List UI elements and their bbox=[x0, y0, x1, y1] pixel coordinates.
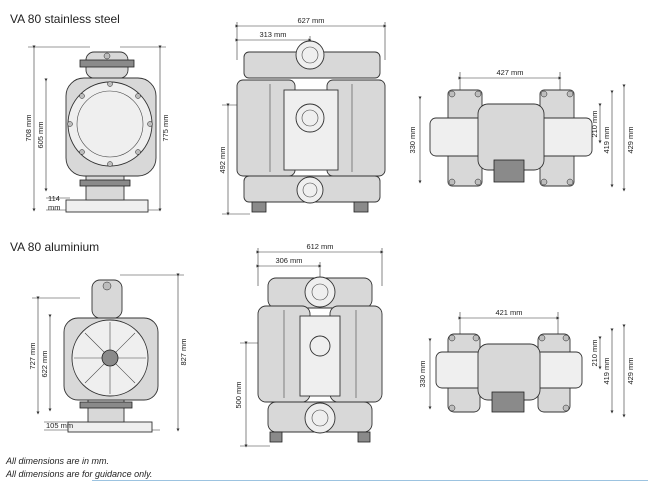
stainless-side-view bbox=[222, 22, 387, 216]
section-title-aluminium: VA 80 aluminium bbox=[10, 240, 100, 254]
stainless-front-view bbox=[28, 45, 166, 213]
dim-front-total-height: 708 mm bbox=[24, 114, 33, 141]
dim-front-base-value: 114 bbox=[48, 194, 60, 203]
dim-al-top-d1: 210 mm bbox=[590, 339, 599, 366]
dim-front-mid-height: 605 mm bbox=[36, 121, 45, 148]
dim-front-right-height: 775 mm bbox=[161, 114, 170, 141]
note-units: All dimensions are in mm. bbox=[6, 456, 110, 466]
dim-front-base-unit: mm bbox=[48, 203, 61, 212]
aluminium-front-labels: 727 mm 622 mm 827 mm 105 mm bbox=[28, 338, 188, 430]
footer-rule bbox=[92, 480, 648, 481]
dim-al-top-depth-left: 330 mm bbox=[418, 360, 427, 387]
dim-al-side-height: 500 mm bbox=[234, 381, 243, 408]
dim-front-base-height: 114 mm bbox=[48, 194, 62, 212]
note-guidance: All dimensions are for guidance only. bbox=[6, 469, 153, 479]
aluminium-side-labels: 612 mm 306 mm 500 mm bbox=[234, 242, 334, 409]
dim-al-top-d3: 429 mm bbox=[626, 357, 635, 384]
dim-top-width: 427 mm bbox=[496, 68, 523, 77]
stainless-side-labels: 627 mm 313 mm 492 mm bbox=[218, 16, 325, 174]
dim-al-top-d2: 419 mm bbox=[602, 357, 611, 384]
aluminium-side-view bbox=[240, 248, 384, 448]
aluminium-top-view bbox=[428, 312, 626, 418]
section-title-stainless: VA 80 stainless steel bbox=[10, 12, 120, 26]
dim-al-top-width: 421 mm bbox=[495, 308, 522, 317]
stainless-top-labels: 427 mm 330 mm 210 mm 419 mm 429 mm bbox=[408, 68, 635, 154]
dim-top-d2: 419 mm bbox=[602, 126, 611, 153]
dim-al-front-right-height: 827 mm bbox=[179, 338, 188, 365]
dim-al-front-mid-height: 622 mm bbox=[40, 350, 49, 377]
dim-al-front-total-height: 727 mm bbox=[28, 342, 37, 369]
dim-side-height: 492 mm bbox=[218, 146, 227, 173]
stainless-top-view bbox=[418, 72, 626, 192]
aluminium-top-labels: 421 mm 330 mm 210 mm 419 mm 429 mm bbox=[418, 308, 635, 388]
dim-top-d3: 429 mm bbox=[626, 126, 635, 153]
dim-side-half-width: 313 mm bbox=[259, 30, 286, 39]
dim-al-side-half-width: 306 mm bbox=[275, 256, 302, 265]
dim-top-depth-left: 330 mm bbox=[408, 126, 417, 153]
dim-al-side-total-width: 612 mm bbox=[306, 242, 333, 251]
dim-side-total-width: 627 mm bbox=[297, 16, 324, 25]
dim-al-front-base-height: 105 mm bbox=[46, 421, 73, 430]
aluminium-front-view bbox=[32, 273, 184, 433]
stainless-front-labels: 708 mm 605 mm 775 mm 114 mm bbox=[24, 114, 170, 212]
dim-top-d1: 210 mm bbox=[590, 110, 599, 137]
